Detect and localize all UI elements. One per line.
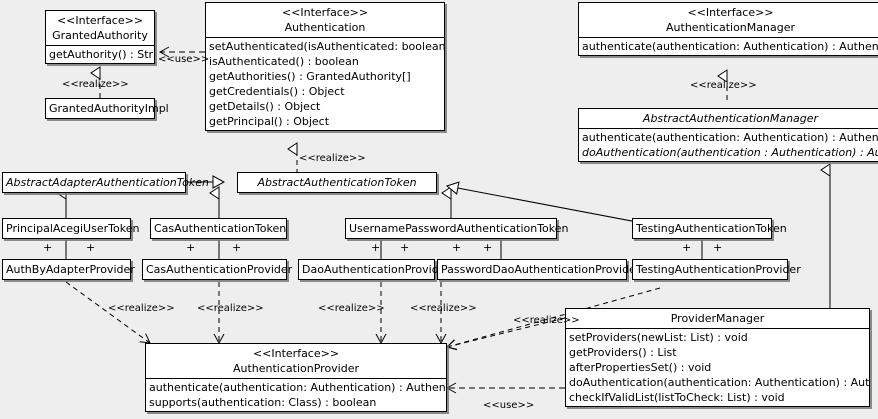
operations-compartment: setAuthenticated(isAuthenticated: boolea… <box>206 37 444 130</box>
class-header: <<Interface>> GrantedAuthority <box>46 11 154 45</box>
class-header: ProviderManager <box>566 309 869 328</box>
class-abstract-authentication-token[interactable]: AbstractAuthenticationToken <box>237 172 437 193</box>
operations-compartment: getAuthority() : String <box>46 45 154 63</box>
class-name: PrincipalAcegiUserToken <box>6 222 140 235</box>
operation: doAuthentication(authentication: Authent… <box>569 376 869 389</box>
association-marker-plus: + <box>43 241 53 254</box>
operation: getCredentials() : Object <box>209 85 345 98</box>
class-name: GrantedAuthority <box>52 29 148 42</box>
class-abstract-authentication-manager[interactable]: AbstractAuthenticationManager authentica… <box>578 108 878 162</box>
class-authentication-manager[interactable]: <<Interface>> AuthenticationManager auth… <box>578 2 878 56</box>
class-abstract-adapter-authentication-token[interactable]: AbstractAdapterAuthenticationToken <box>2 172 209 193</box>
operation: getDetails() : Object <box>209 100 321 113</box>
association-marker-plus: + <box>452 241 462 254</box>
operation: isAuthenticated() : boolean <box>209 55 359 68</box>
class-header: AbstractAuthenticationManager <box>579 109 878 128</box>
class-name: AbstractAuthenticationManager <box>642 112 819 125</box>
class-name: AuthenticationProvider <box>232 362 360 375</box>
operations-compartment: authenticate(authentication: Authenticat… <box>146 378 446 411</box>
operation: getProviders() : List <box>569 346 677 359</box>
association-marker-plus: + <box>400 241 410 254</box>
association-marker-plus: + <box>232 241 242 254</box>
operation: checkIfValidList(listToCheck: List) : vo… <box>569 391 785 404</box>
association-marker-plus: + <box>682 241 692 254</box>
operation: setProviders(newList: List) : void <box>569 331 748 344</box>
class-name: GrantedAuthorityImpl <box>49 102 169 115</box>
edge-label-realize-dao-provider: <<realize>> <box>318 303 385 314</box>
operation: authenticate(authentication: Authenticat… <box>582 131 878 144</box>
stereotype-label: <<Interface>> <box>56 14 144 27</box>
class-testing-authentication-provider[interactable]: TestingAuthenticationProvider <box>632 259 801 280</box>
class-name: PasswordDaoAuthenticationProvider <box>441 263 641 276</box>
edge-label-realize-provider-manager: <<realize>> <box>513 315 580 326</box>
class-name: UsernamePasswordAuthenticationToken <box>349 222 569 235</box>
class-cas-authentication-provider[interactable]: CasAuthenticationProvider <box>142 259 293 280</box>
association-marker-plus: + <box>371 241 381 254</box>
class-name: CasAuthenticationToken <box>154 222 287 235</box>
class-principal-acegi-user-token[interactable]: PrincipalAcegiUserToken <box>2 218 140 239</box>
edge-label-realize-password-dao-provider: <<realize>> <box>410 303 477 314</box>
class-cas-authentication-token[interactable]: CasAuthenticationToken <box>150 218 287 239</box>
class-dao-authentication-provider[interactable]: DaoAuthenticationProvider <box>298 259 450 280</box>
operations-compartment: authenticate(authentication: Authenticat… <box>579 37 878 55</box>
class-authentication[interactable]: <<Interface>> Authentication setAuthenti… <box>205 2 445 131</box>
class-name: ProviderManager <box>670 312 765 325</box>
class-granted-authority-impl[interactable]: GrantedAuthorityImpl <box>45 98 169 119</box>
class-header: <<Interface>> Authentication <box>206 3 444 37</box>
class-granted-authority[interactable]: <<Interface>> GrantedAuthority getAuthor… <box>45 10 155 64</box>
association-marker-plus: + <box>86 241 96 254</box>
stereotype-label: <<Interface>> <box>281 6 369 19</box>
operations-compartment: setProviders(newList: List) : void getPr… <box>566 328 869 406</box>
association-marker-plus: + <box>483 241 493 254</box>
stereotype-label: <<Interface>> <box>252 347 340 360</box>
operations-compartment: authenticate(authentication: Authenticat… <box>579 128 878 161</box>
class-username-password-authentication-token[interactable]: UsernamePasswordAuthenticationToken <box>345 218 569 239</box>
operation: getAuthority() : String <box>49 48 154 61</box>
operation: doAuthentication(authentication : Authen… <box>582 146 878 159</box>
operation: supports(authentication: Class) : boolea… <box>149 396 377 409</box>
edge-label-use-authentication: <<use>> <box>158 54 210 65</box>
operation: authenticate(authentication: Authenticat… <box>149 381 446 394</box>
class-password-dao-authentication-provider[interactable]: PasswordDaoAuthenticationProvider <box>437 259 641 280</box>
edge-label-realize-cas-provider: <<realize>> <box>197 303 264 314</box>
operation: getAuthorities() : GrantedAuthority[] <box>209 70 411 83</box>
operation: getPrincipal() : Object <box>209 115 330 128</box>
operation: authenticate(authentication: Authenticat… <box>582 40 878 53</box>
class-auth-by-adapter-provider[interactable]: AuthByAdapterProvider <box>2 259 135 280</box>
class-name: DaoAuthenticationProvider <box>302 263 450 276</box>
class-name: AbstractAdapterAuthenticationToken <box>6 176 209 189</box>
edge-label-realize-abstract-auth-manager: <<realize>> <box>690 80 757 91</box>
edge-label-realize-abstract-auth-token: <<realize>> <box>299 153 366 164</box>
class-testing-authentication-token[interactable]: TestingAuthenticationToken <box>632 218 787 239</box>
class-name: AuthByAdapterProvider <box>6 263 135 276</box>
association-marker-plus: + <box>186 241 196 254</box>
operation: setAuthenticated(isAuthenticated: boolea… <box>209 40 444 53</box>
operation: afterPropertiesSet() : void <box>569 361 712 374</box>
class-name: Authentication <box>284 21 366 34</box>
class-header: <<Interface>> AuthenticationManager <box>579 3 878 37</box>
edge-label-use-provider-manager: <<use>> <box>483 400 535 411</box>
edge-label-realize-auth-by-adapter: <<realize>> <box>108 303 175 314</box>
class-name: TestingAuthenticationToken <box>636 222 787 235</box>
association-marker-plus: + <box>713 241 723 254</box>
class-authentication-provider[interactable]: <<Interface>> AuthenticationProvider aut… <box>145 343 447 412</box>
stereotype-label: <<Interface>> <box>687 6 774 19</box>
edge-label-realize-granted-authority-impl: <<realize>> <box>62 79 129 90</box>
class-name: AbstractAuthenticationToken <box>257 176 417 189</box>
class-header: <<Interface>> AuthenticationProvider <box>146 344 446 378</box>
class-name: CasAuthenticationProvider <box>146 263 293 276</box>
class-name: AuthenticationManager <box>666 21 795 34</box>
class-name: TestingAuthenticationProvider <box>636 263 801 276</box>
class-provider-manager[interactable]: ProviderManager setProviders(newList: Li… <box>565 308 870 407</box>
